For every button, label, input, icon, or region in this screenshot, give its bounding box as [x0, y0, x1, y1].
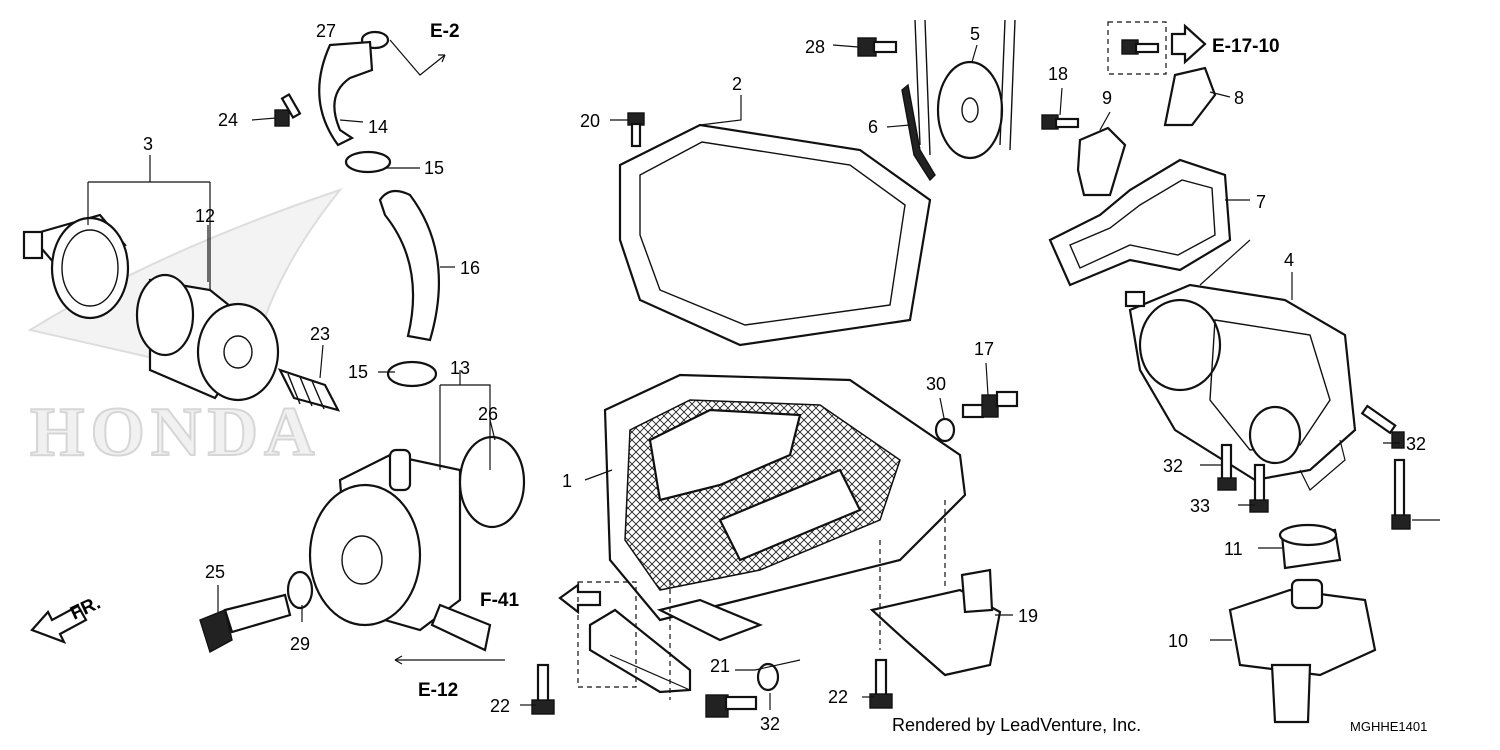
part-32-bolt-right[interactable]: [1360, 404, 1405, 449]
callout-8[interactable]: 8: [1234, 88, 1244, 108]
part-22-bolt-right[interactable]: [869, 658, 893, 709]
callout-22-right[interactable]: 22: [828, 687, 848, 707]
callout-32-left[interactable]: 32: [1163, 456, 1183, 476]
callout-6[interactable]: 6: [868, 117, 878, 137]
callout-14[interactable]: 14: [368, 117, 388, 137]
part-15-clamp-upper[interactable]: [344, 150, 392, 174]
part-2-gasket[interactable]: [618, 123, 932, 347]
part-32-bolt-lower[interactable]: [1249, 463, 1269, 513]
callout-2[interactable]: 2: [732, 74, 742, 94]
part-27-washer[interactable]: [286, 570, 314, 610]
part-24-bolt[interactable]: [857, 37, 898, 57]
callout-30[interactable]: 26: [478, 404, 498, 424]
f-41-arrow: [558, 582, 602, 615]
callout-32-right[interactable]: 32: [1406, 434, 1426, 454]
diagram-code: MGHHE1401: [1350, 719, 1427, 734]
part-6-chain[interactable]: [901, 83, 936, 182]
callout-11[interactable]: 11: [1224, 539, 1243, 559]
part-5-sprocket[interactable]: [914, 19, 1016, 160]
callout-7[interactable]: 7: [1256, 192, 1266, 212]
callout-5[interactable]: 5: [970, 24, 980, 44]
part-32-bolt-left[interactable]: [1217, 443, 1237, 491]
part-25-bolt[interactable]: [199, 593, 292, 654]
part-15-clamp-lower[interactable]: [386, 360, 438, 388]
callout-16[interactable]: 16: [460, 258, 480, 278]
reference-e-12[interactable]: E-12: [418, 680, 458, 701]
callout-1[interactable]: 1: [562, 471, 572, 491]
part-4-oil-pump[interactable]: [1124, 283, 1357, 482]
part-14-joint[interactable]: [318, 40, 374, 147]
part-18-sensor[interactable]: [961, 390, 1019, 419]
part-33-bolt[interactable]: [1391, 458, 1411, 530]
part-20-bolt[interactable]: [627, 112, 645, 148]
callout-26[interactable]: 24: [218, 110, 238, 130]
reference-f-41[interactable]: F-41: [480, 590, 520, 611]
e-17-10-dashed-box: [1107, 21, 1167, 75]
callout-22-left[interactable]: 22: [490, 696, 510, 716]
callout-21[interactable]: 21: [710, 656, 730, 676]
callout-25[interactable]: 25: [205, 562, 225, 582]
e-17-10-arrow: [1170, 23, 1207, 65]
part-16-hose[interactable]: [378, 189, 440, 342]
part-10-strainer[interactable]: [1228, 578, 1377, 724]
part-8-bolt[interactable]: [1121, 39, 1160, 55]
part-31-bolt[interactable]: [705, 662, 780, 718]
callout-15-lower[interactable]: 15: [348, 362, 368, 382]
callout-24[interactable]: 28: [805, 37, 825, 57]
part-28-nut[interactable]: [934, 417, 956, 443]
callout-3[interactable]: 3: [143, 134, 153, 154]
callout-17[interactable]: 19: [1018, 606, 1038, 626]
callout-27[interactable]: 29: [290, 634, 310, 654]
callout-9[interactable]: 9: [1102, 88, 1112, 108]
callout-28[interactable]: 30: [926, 374, 946, 394]
front-arrow: [30, 604, 88, 645]
part-9-guide[interactable]: [1076, 126, 1127, 197]
leader-lines: [87, 44, 1440, 710]
callout-10[interactable]: 10: [1168, 631, 1188, 651]
part-1-oil-pan[interactable]: [603, 373, 967, 642]
part-13-oil-cooler[interactable]: [308, 448, 492, 652]
callout-23[interactable]: 23: [310, 324, 330, 344]
reference-e-17-10[interactable]: E-17-10: [1212, 36, 1280, 57]
callout-20[interactable]: 20: [580, 111, 600, 131]
callout-4[interactable]: 4: [1284, 250, 1294, 270]
part-21-bracket[interactable]: [588, 608, 692, 694]
callout-12[interactable]: 12: [195, 206, 215, 226]
callout-13[interactable]: 13: [450, 358, 470, 378]
part-23-nipple[interactable]: [277, 368, 341, 412]
callout-29[interactable]: 27: [316, 21, 336, 41]
part-3-filter-wrench[interactable]: [22, 213, 130, 320]
f-41-dashed-box: [577, 581, 637, 688]
watermark-text: HONDA: [30, 394, 321, 471]
callout-19[interactable]: 18: [1048, 64, 1068, 84]
callout-numbers: 3 12 24 27 14 15 16 23 15 13 26 25 29 2 …: [143, 21, 1426, 734]
part-30-o-ring[interactable]: [458, 435, 526, 529]
part-11-seal[interactable]: [1278, 523, 1342, 570]
callout-18[interactable]: 17: [974, 339, 994, 359]
part-8-tensioner[interactable]: [1163, 66, 1217, 127]
callout-32-lower[interactable]: 33: [1190, 496, 1210, 516]
callout-31[interactable]: 32: [760, 714, 780, 734]
reference-e-2[interactable]: E-2: [430, 21, 460, 42]
part-12-oil-filter[interactable]: [135, 273, 280, 402]
footer-credit: Rendered by LeadVenture, Inc.: [892, 715, 1141, 735]
part-22-bolt-left[interactable]: [531, 663, 555, 715]
part-26-bolt[interactable]: [274, 92, 302, 127]
part-19-bolt[interactable]: [1041, 114, 1080, 130]
part-7-gasket[interactable]: [1048, 158, 1232, 287]
callout-15-upper[interactable]: 15: [424, 158, 444, 178]
e-2-arrow: [389, 39, 446, 76]
